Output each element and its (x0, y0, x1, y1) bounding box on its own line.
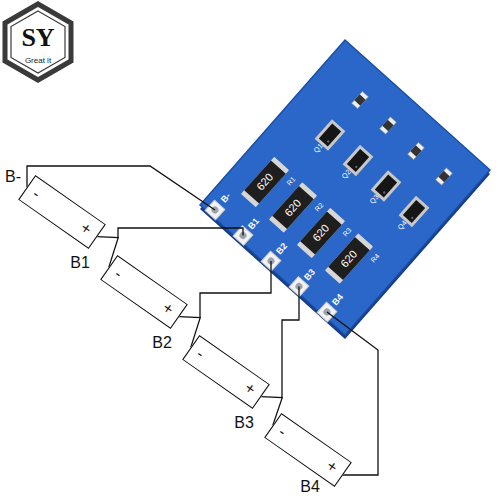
board-components (205, 91, 452, 322)
brand-slogan: Great it (25, 57, 51, 65)
pcb-board (200, 40, 490, 339)
smd-body (354, 94, 365, 105)
battery-cell: -+ (18, 175, 106, 249)
smd-part (408, 142, 425, 159)
chip-dot (383, 191, 386, 194)
chip-body (403, 200, 425, 223)
part-designator: R4 (369, 252, 380, 263)
pad-label: B2 (275, 242, 289, 257)
smd-body (438, 171, 449, 182)
logo-hexagon (5, 4, 71, 80)
terminal-sign: + (78, 220, 95, 238)
terminal-sign: - (276, 424, 290, 440)
terminal-name: B- (5, 169, 21, 185)
terminal-name: B3 (234, 415, 254, 431)
terminal-sign: + (160, 300, 177, 318)
wire (200, 261, 271, 318)
chip-dot (355, 165, 358, 168)
terminal-sign: + (324, 458, 341, 476)
terminal-sign: - (112, 266, 126, 282)
part-designator: Q1 (312, 142, 323, 154)
part-designator: R2 (313, 201, 324, 212)
resistor-symbol (297, 208, 345, 259)
resistor-body (244, 160, 286, 203)
wire (282, 287, 299, 399)
terminal-name: B2 (152, 335, 172, 351)
pad-label: B- (219, 191, 232, 204)
resistor-value: 620 (283, 197, 303, 218)
battery-cell: -+ (182, 335, 270, 409)
resistor-cap (241, 157, 289, 208)
brand-logo (5, 4, 71, 80)
resistor-body (300, 211, 342, 254)
smd-part (436, 168, 453, 185)
part-designator: Q3 (368, 193, 379, 205)
smd-cap (436, 168, 453, 185)
chip-body (347, 149, 369, 172)
board-surface (200, 40, 490, 335)
chip-body (319, 124, 341, 147)
resistor-value: 620 (255, 171, 275, 192)
resistor-value: 620 (339, 248, 359, 269)
terminal-name: B1 (70, 255, 90, 271)
terminal-sign: - (30, 186, 44, 202)
wire (118, 228, 243, 238)
resistor-cap (269, 182, 317, 233)
resistor-cap (325, 233, 373, 284)
chip-dot (411, 216, 414, 219)
pad-label: B3 (303, 267, 317, 282)
part-designator: Q4 (396, 219, 407, 231)
smd-body (410, 145, 421, 156)
part-designator: R1 (285, 176, 296, 187)
resistor-value: 620 (311, 222, 331, 243)
part-designator: R3 (341, 227, 352, 238)
pad-label: B4 (331, 293, 345, 308)
smd-part (380, 117, 397, 134)
logo-inner-hexagon (11, 11, 65, 73)
smd-cap (408, 142, 425, 159)
terminal-sign: + (242, 380, 259, 398)
resistor-symbol (269, 182, 317, 233)
resistor-cap (297, 208, 345, 259)
battery-cell: -+ (264, 413, 352, 487)
terminal-name: B4 (300, 479, 320, 495)
chip-body (375, 175, 397, 198)
resistor-body (328, 237, 370, 280)
resistor-symbol (325, 233, 373, 284)
brand-name: SY (21, 25, 54, 51)
terminal-sign: - (194, 346, 208, 362)
smd-cap (352, 91, 369, 108)
smd-body (382, 120, 393, 131)
chip-dot (327, 140, 330, 143)
battery-cell: -+ (100, 255, 188, 329)
pad-label: B1 (247, 216, 261, 231)
smd-part (352, 91, 369, 108)
smd-cap (380, 117, 397, 134)
resistor-body (272, 186, 314, 229)
resistor-symbol (241, 157, 289, 208)
part-designator: Q2 (340, 168, 351, 180)
